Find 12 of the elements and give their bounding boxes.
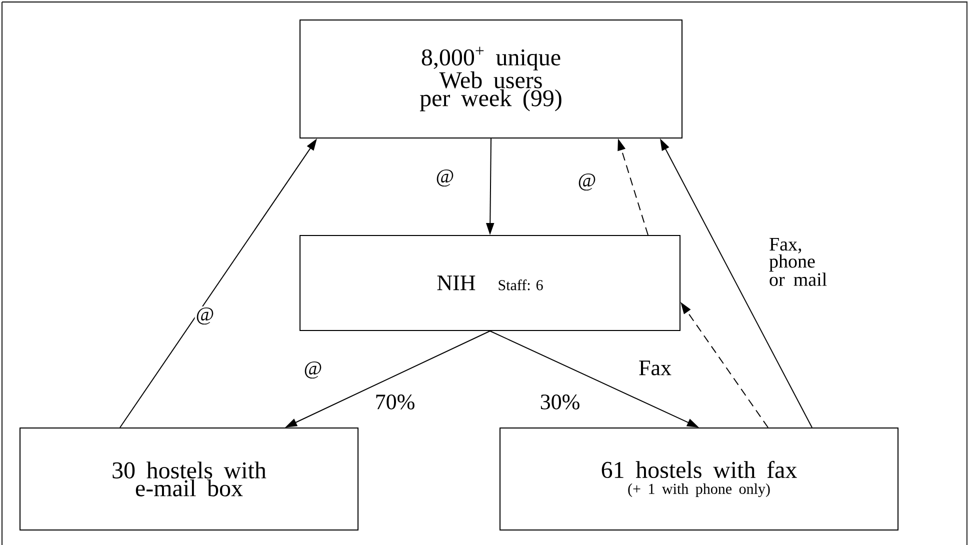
process-box: 61 hostels with fax (+ 1 with phone only): [500, 428, 898, 530]
edge-label: @: [302, 360, 324, 380]
process-box: 30 hostels with e-mail box: [20, 428, 358, 530]
edge-label: Fax: [638, 360, 672, 376]
percentage-label: 70%: [376, 394, 414, 410]
edge-label: @: [576, 172, 598, 192]
edge-label: @: [434, 168, 456, 188]
edge-label: Fax, phone or mail: [768, 237, 832, 287]
percentage-label: 30%: [540, 394, 580, 410]
process-box: 8,000$^{+}$ unique Web users per week (99): [300, 20, 682, 138]
edge-label: @: [194, 306, 216, 326]
process-box: NIH Staff: 6: [300, 235, 680, 331]
